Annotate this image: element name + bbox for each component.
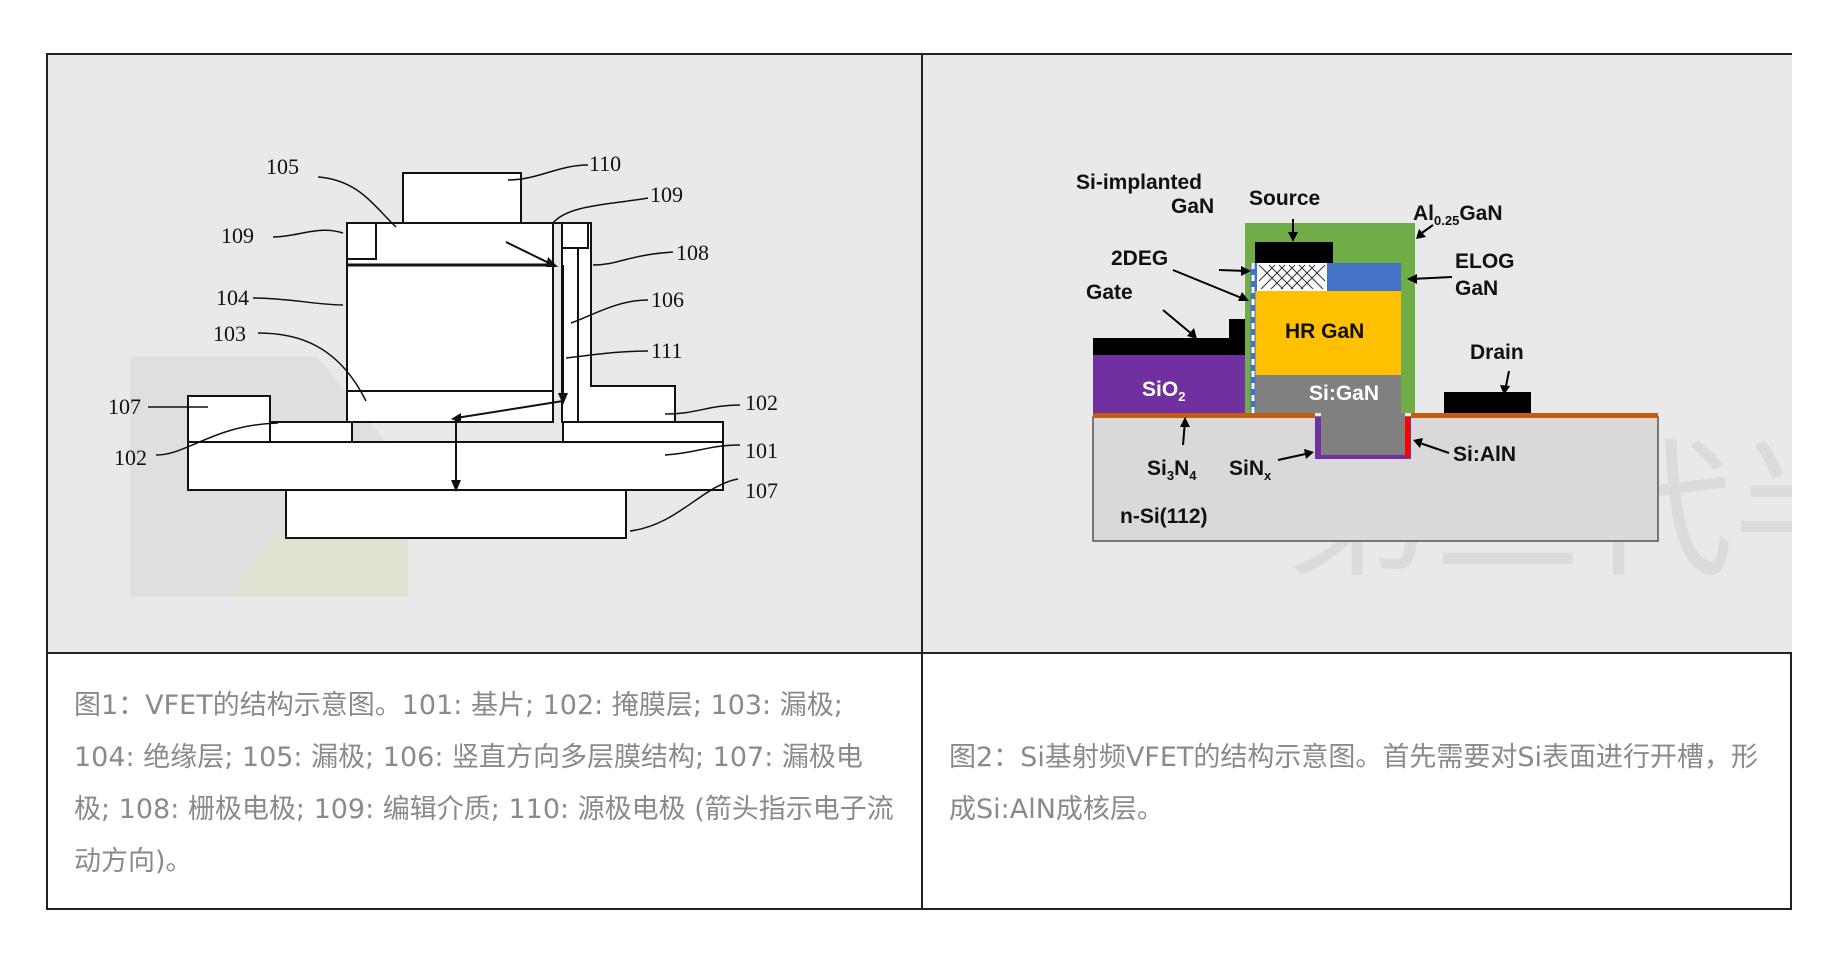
label-2deg: 2DEG bbox=[1111, 247, 1168, 270]
mask-layer-right bbox=[562, 421, 724, 443]
drain-electrode-left bbox=[187, 395, 271, 443]
label-si-gan: Si:GaN bbox=[1309, 382, 1379, 405]
fig1-label: 107 bbox=[108, 394, 141, 419]
gate-electrode bbox=[561, 222, 676, 423]
fig1-label: 107 bbox=[745, 478, 778, 503]
label-n-si: n-Si(112) bbox=[1120, 505, 1208, 528]
label-elog-gan: GaN bbox=[1455, 277, 1498, 300]
si-aln-layer bbox=[1405, 417, 1410, 457]
figure-1-caption: 图1：VFET的结构示意图。101: 基片; 102: 掩膜层; 103: 漏极… bbox=[74, 690, 894, 877]
si3n4-layer-left bbox=[1093, 413, 1315, 418]
source-electrode bbox=[402, 172, 522, 224]
fig1-label: 109 bbox=[650, 182, 683, 207]
label-gate: Gate bbox=[1086, 281, 1133, 304]
label-sio2: SiO2 bbox=[1142, 378, 1185, 404]
fig1-label: 110 bbox=[589, 151, 621, 176]
si-gan-block bbox=[1253, 375, 1401, 413]
si-implanted-gan bbox=[1257, 263, 1327, 291]
figure-1-panel: 105 110 109 109 108 104 106 103 111 107 … bbox=[48, 55, 921, 652]
source-metal bbox=[1255, 242, 1333, 263]
sio2-block bbox=[1093, 355, 1245, 413]
label-source: Source bbox=[1249, 187, 1320, 210]
label-si-implanted: Si-implanted bbox=[1076, 171, 1202, 194]
label-sinx: SiNx bbox=[1229, 457, 1272, 483]
drain-metal bbox=[1444, 392, 1531, 413]
si-gan-trench bbox=[1321, 413, 1405, 455]
figure-table: 105 110 109 109 108 104 106 103 111 107 … bbox=[46, 53, 1837, 910]
vertical-stack bbox=[346, 222, 554, 423]
fig1-label: 106 bbox=[651, 287, 684, 312]
column-divider bbox=[921, 55, 923, 908]
label-si3n4: Si3N4 bbox=[1147, 457, 1197, 483]
fig1-label: 101 bbox=[745, 438, 778, 463]
figure-2-caption: 图2：Si基射频VFET的结构示意图。首先需要对Si表面进行开槽，形成Si:Al… bbox=[949, 742, 1759, 825]
fig1-label: 103 bbox=[213, 321, 246, 346]
fig1-label: 109 bbox=[221, 223, 254, 248]
label-hr-gan: HR GaN bbox=[1285, 320, 1364, 343]
row-divider bbox=[48, 652, 1790, 654]
label-elog: ELOG bbox=[1455, 250, 1515, 273]
label-si-aln: Si:AlN bbox=[1453, 443, 1516, 466]
fig1-label: 102 bbox=[745, 390, 778, 415]
drain-electrode-bottom bbox=[285, 489, 627, 539]
label-si-implanted-gan: GaN bbox=[1171, 195, 1214, 218]
fig1-label: 102 bbox=[114, 445, 147, 470]
figure-1-diagram: 105 110 109 109 108 104 106 103 111 107 … bbox=[108, 151, 778, 597]
si3n4-layer-right bbox=[1411, 413, 1658, 418]
fig1-label: 105 bbox=[266, 154, 299, 179]
hr-gan-block bbox=[1253, 291, 1401, 375]
fig1-label: 111 bbox=[651, 338, 682, 363]
gate-metal bbox=[1093, 319, 1245, 355]
figure-2-panel: 第三代半导体 bbox=[923, 55, 1837, 652]
figure-2-diagram: 第三代半导体 bbox=[1076, 171, 1837, 599]
fig1-label: 108 bbox=[676, 240, 709, 265]
label-drain: Drain bbox=[1470, 341, 1524, 364]
dielectric-left bbox=[346, 222, 377, 260]
label-algan: Al0.25GaN bbox=[1413, 202, 1503, 228]
fig1-label: 104 bbox=[216, 285, 249, 310]
